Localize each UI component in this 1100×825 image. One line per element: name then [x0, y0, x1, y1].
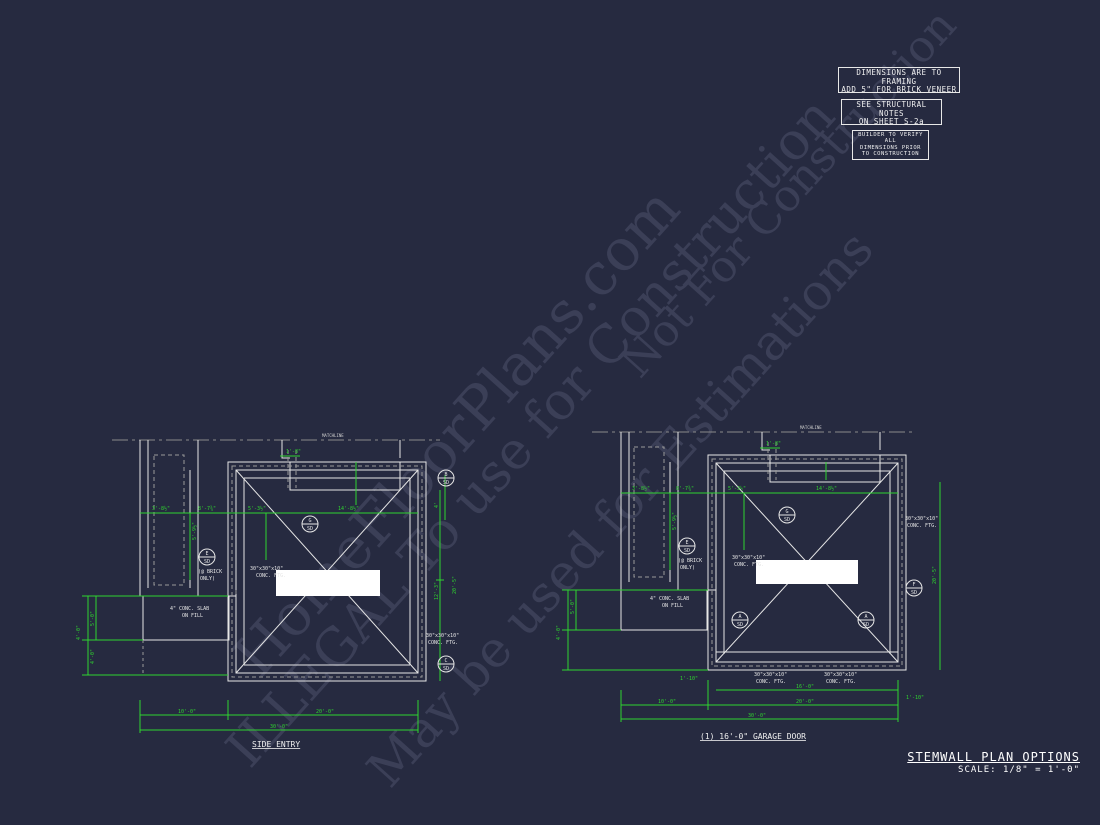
- caption-garage-door: (1) 16'-0" GARAGE DOOR: [700, 732, 806, 741]
- sd-r-g-code: SD: [784, 517, 790, 523]
- sd-marker-g-letter: G: [308, 518, 311, 524]
- sd-r-f-letter: F: [912, 582, 915, 588]
- right-dim-15: 1'-10": [906, 695, 924, 701]
- left-dim-10: 4'-0": [76, 625, 82, 640]
- slab-label-1: 4" CONC. SLAB: [170, 606, 209, 612]
- left-dim-2: 3'-8½": [152, 505, 170, 512]
- left-dim-5: 14'-8½": [338, 505, 359, 512]
- right-dim-4: 5'-3½": [728, 485, 746, 492]
- right-dim-2: 3'-8½": [632, 485, 650, 492]
- right-dim-6: 5'-9½": [671, 512, 678, 530]
- ftg-r-3b: CONC. FTG.: [756, 679, 786, 685]
- right-dim-1: 1'-8": [766, 441, 781, 447]
- builder-verify-note: BUILDER TO VERIFY ALL DIMENSIONS PRIOR T…: [852, 130, 929, 160]
- builder-note-line-3: TO CONSTRUCTION: [861, 150, 920, 157]
- left-dim-13: 20'-5": [452, 576, 458, 594]
- sd-marker-e-code: SD: [204, 559, 210, 565]
- sd-marker-c-letter: C: [444, 658, 447, 664]
- dimensions-note-line-1: DIMENSIONS ARE TO FRAMING: [856, 68, 942, 86]
- left-dim-7: 10'-0": [178, 709, 196, 715]
- slab-r-2: ON FILL: [662, 603, 683, 609]
- sd-marker-g-code: SD: [307, 526, 313, 532]
- matchline-label: MATCHLINE: [322, 433, 344, 438]
- plan-garage-door: MATCHLINE: [556, 425, 941, 741]
- sd-r-g-letter: G: [785, 509, 788, 515]
- sd-r-a1-code: SD: [737, 622, 743, 628]
- ftg-r-1a: 30"x30"x10": [732, 555, 765, 561]
- brick-label-1: (@ BRICK: [198, 569, 222, 575]
- ftg-r-3a: 30"x30"x10": [754, 672, 787, 678]
- ftg-r-1b: CONC. FTG.: [734, 562, 764, 568]
- ftg-left-2b: CONC. FTG.: [428, 640, 458, 646]
- structural-note-line-2: ON SHEET S-2a: [858, 117, 925, 127]
- plan-side-entry: MATCHLINE: [76, 433, 459, 749]
- ftg-r-4a: 30"x30"x10": [824, 672, 857, 678]
- left-dim-14: 12'-3": [434, 582, 440, 600]
- dimensions-note: DIMENSIONS ARE TO FRAMING ADD 5" FOR BRI…: [838, 67, 960, 95]
- watermark-line-3: ILLEGAL To use for Construction: [215, 86, 847, 778]
- left-dim-3: 8'-7¾": [198, 506, 216, 512]
- sd-marker-e-letter: E: [205, 551, 208, 557]
- sd-r-e-letter: E: [685, 540, 688, 546]
- right-dim-10: 4'-0": [556, 625, 562, 640]
- brick-r-1: (@ BRICK: [678, 558, 702, 564]
- ftg-left-1a: 30"x30"x10": [250, 566, 283, 572]
- right-dim-8: 20'-0": [796, 699, 814, 705]
- right-dim-14: 1'-10": [680, 676, 698, 682]
- right-dim-9: 30'-0": [748, 713, 766, 719]
- left-dim-6: 5'-9½": [191, 522, 198, 540]
- sd-r-a2-code: SD: [863, 622, 869, 628]
- ftg-r-4b: CONC. FTG.: [826, 679, 856, 685]
- left-dim-1: 1'-8": [286, 449, 301, 455]
- left-dim-8: 20'-0": [316, 709, 334, 715]
- sd-r-a2-letter: A: [864, 614, 867, 620]
- right-dim-12: 16'-0": [796, 684, 814, 690]
- brick-label-2: ONLY): [200, 576, 215, 582]
- caption-side-entry: SIDE ENTRY: [252, 740, 300, 749]
- matchline-label-right: MATCHLINE: [800, 425, 822, 430]
- left-dim-4: 5'-3½": [248, 505, 266, 512]
- brick-r-2: ONLY): [680, 565, 695, 571]
- sd-marker-c-code: SD: [443, 666, 449, 672]
- right-dim-11: 5'-0": [570, 599, 576, 614]
- left-dim-15: 4': [434, 502, 440, 508]
- dimensions-note-line-2: ADD 5" FOR BRICK VENEER: [841, 85, 957, 95]
- sd-marker-b-code: SD: [443, 480, 449, 486]
- builder-note-line-1: BUILDER TO VERIFY ALL: [858, 132, 923, 145]
- ftg-left-2a: 30"x30"x10": [426, 633, 459, 639]
- sd-r-a1-letter: A: [738, 614, 741, 620]
- left-dimensions: [82, 455, 446, 733]
- ftg-r-2a: 30"x30"x10": [905, 516, 938, 522]
- sd-marker-b-letter: B: [444, 472, 447, 478]
- right-dim-13: 20'-5": [932, 566, 938, 584]
- structural-notes-box: SEE STRUCTURAL NOTES ON SHEET S-2a: [841, 99, 942, 127]
- structural-note-line-1: SEE STRUCTURAL NOTES: [856, 100, 927, 118]
- sheet-title: STEMWALL PLAN OPTIONS: [907, 750, 1080, 764]
- builder-note-line-2: DIMENSIONS PRIOR: [860, 144, 921, 151]
- left-dim-12: 4'-0": [90, 649, 96, 664]
- slab-label-2: ON FILL: [182, 613, 203, 619]
- right-dim-3: 8'-7¾": [676, 486, 694, 492]
- left-dim-9: 30'-0": [270, 724, 288, 730]
- sheet-scale: SCALE: 1/8" = 1'-0": [958, 765, 1080, 775]
- right-dim-5: 14'-8½": [816, 485, 837, 492]
- right-dimensions: [562, 447, 941, 722]
- right-dim-7: 10'-0": [658, 699, 676, 705]
- ftg-left-1b: CONC. FTG.: [256, 573, 286, 579]
- slab-r-1: 4" CONC. SLAB: [650, 596, 689, 602]
- title-block: STEMWALL PLAN OPTIONS SCALE: 1/8" = 1'-0…: [895, 750, 1080, 775]
- sd-r-f-code: SD: [911, 590, 917, 596]
- ftg-r-2b: CONC. FTG.: [907, 523, 937, 529]
- sd-r-e-code: SD: [684, 548, 690, 554]
- left-dim-11: 5'-0": [90, 611, 96, 626]
